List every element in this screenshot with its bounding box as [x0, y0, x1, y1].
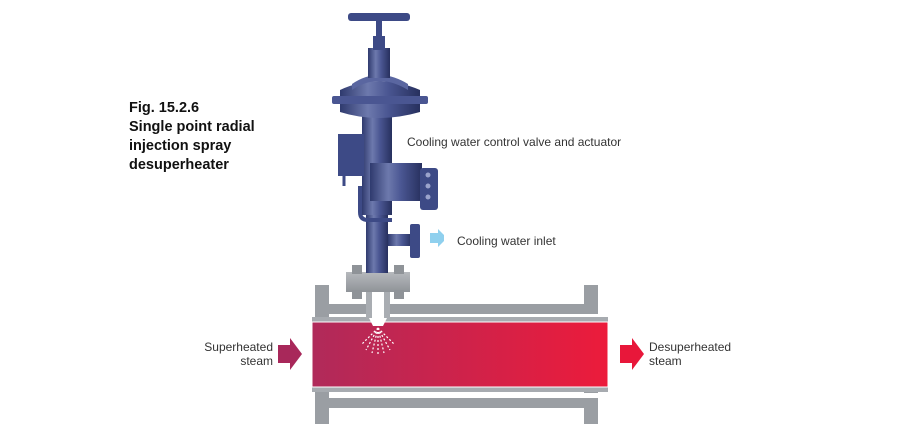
valve-side-bracket — [338, 134, 364, 176]
spray-pattern — [361, 327, 395, 355]
inner-liner-bottom — [312, 387, 608, 392]
caption-line: Single point radial — [129, 119, 255, 135]
caption-line: injection spray — [129, 138, 232, 154]
injection-nozzle — [366, 290, 390, 326]
steam-flow-edge — [311, 321, 609, 388]
valve-lower-body — [366, 213, 388, 273]
pipe-assembly — [311, 285, 609, 424]
valve-bypass-tube — [358, 186, 392, 222]
caption-line: Fig. 15.2.6 — [129, 100, 200, 116]
figure-caption: Fig. 15.2.6 Single point radial injectio… — [129, 99, 299, 175]
valve-mount-flange — [346, 265, 410, 299]
caption-line: desuperheater — [129, 157, 229, 173]
left-flange-bottom — [315, 386, 329, 424]
handwheel — [348, 13, 410, 21]
label-line: steam — [649, 354, 682, 368]
label-line: Superheated — [204, 340, 273, 354]
liner-top — [329, 314, 599, 319]
label-cooling-water-inlet: Cooling water inlet — [457, 234, 556, 248]
steam-flow — [312, 322, 608, 387]
inlet-branch-pipe — [388, 234, 412, 246]
outer-pipe-top-wall — [329, 304, 584, 314]
inlet-arrow-icon — [430, 229, 444, 247]
control-valve — [332, 13, 438, 273]
inlet-branch-flange — [410, 224, 420, 258]
actuator-stem — [368, 48, 390, 78]
valve-positioner — [370, 163, 422, 201]
label-superheated-steam: Superheated steam — [170, 340, 273, 368]
outer-pipe-bottom-wall — [329, 398, 584, 408]
liner-bottom — [329, 393, 599, 398]
label-line: Desuperheated — [649, 340, 732, 354]
inner-liner-top — [312, 317, 608, 322]
left-flange-top — [315, 285, 329, 325]
label-desuperheated-steam: Desuperheated steam — [649, 340, 731, 368]
label-line: steam — [240, 354, 273, 368]
desuperheated-arrow-icon — [620, 338, 644, 370]
label-control-valve: Cooling water control valve and actuator — [407, 135, 622, 149]
superheated-arrow-icon — [278, 338, 302, 370]
